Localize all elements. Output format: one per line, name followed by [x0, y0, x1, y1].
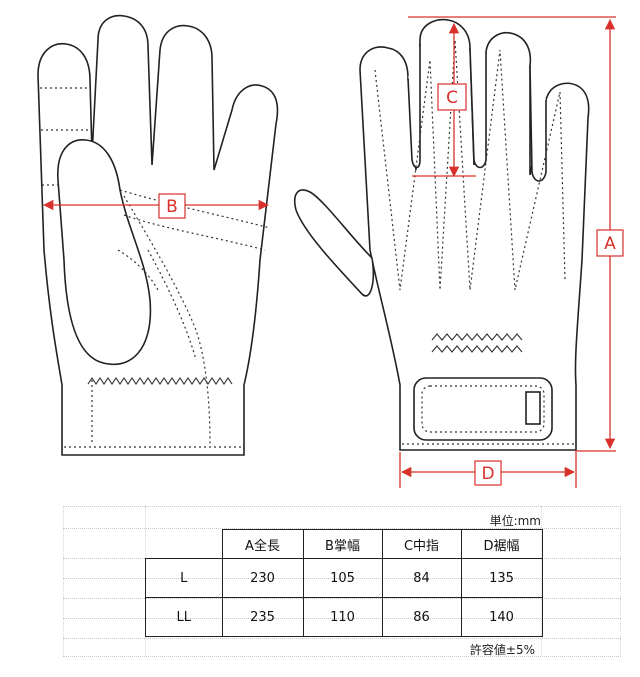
table-cell-size: L: [145, 558, 223, 598]
right-glove-thumb: [294, 189, 375, 297]
tolerance-note: 許容値±5%: [469, 643, 535, 657]
table-cell: 110: [302, 597, 383, 637]
table-header-b-palm-width: B掌幅: [302, 529, 383, 559]
table-cell: 235: [221, 597, 304, 637]
glove-dimension-diagram: A B C D: [37, 14, 624, 488]
right-glove-velcro-tab: [525, 391, 541, 425]
label-b: B: [166, 197, 178, 217]
table-cell: 135: [460, 558, 543, 598]
table-header-a-length: A全長: [221, 529, 304, 559]
table-cell: 105: [302, 558, 383, 598]
table-cell: 86: [381, 597, 462, 637]
table-cell: 84: [381, 558, 462, 598]
dimension-c: C: [412, 22, 476, 178]
label-a: A: [604, 234, 616, 254]
table-cell-size: LL: [145, 597, 223, 637]
unit-label: 単位:mm: [489, 514, 541, 528]
table-row: LL 235 110 86 140: [145, 597, 543, 637]
dimension-d: D: [399, 452, 577, 488]
left-glove-palm-view: [37, 14, 279, 456]
right-glove-wrist-strap: [413, 377, 553, 441]
left-glove-wrist-stitch: [87, 377, 233, 385]
label-d: D: [481, 464, 494, 484]
table-header-row: A全長 B掌幅 C中指 D裾幅: [145, 529, 543, 559]
table-header-empty: [145, 529, 223, 559]
table-cell: 140: [460, 597, 543, 637]
table-row: L 230 105 84 135: [145, 558, 543, 598]
table-header-c-middle-finger: C中指: [381, 529, 462, 559]
label-c: C: [446, 88, 458, 108]
dimension-b: B: [42, 193, 270, 219]
dimension-a: A: [408, 16, 624, 452]
size-table: A全長 B掌幅 C中指 D裾幅 L 230 105 84 135 LL 235 …: [145, 529, 543, 637]
size-table-area: 単位:mm A全長 B掌幅 C中指 D裾幅 L 230 105 84 135 L…: [63, 506, 621, 657]
table-cell: 230: [221, 558, 304, 598]
right-glove-back-view: [294, 18, 590, 451]
table-header-d-cuff-width: D裾幅: [460, 529, 543, 559]
